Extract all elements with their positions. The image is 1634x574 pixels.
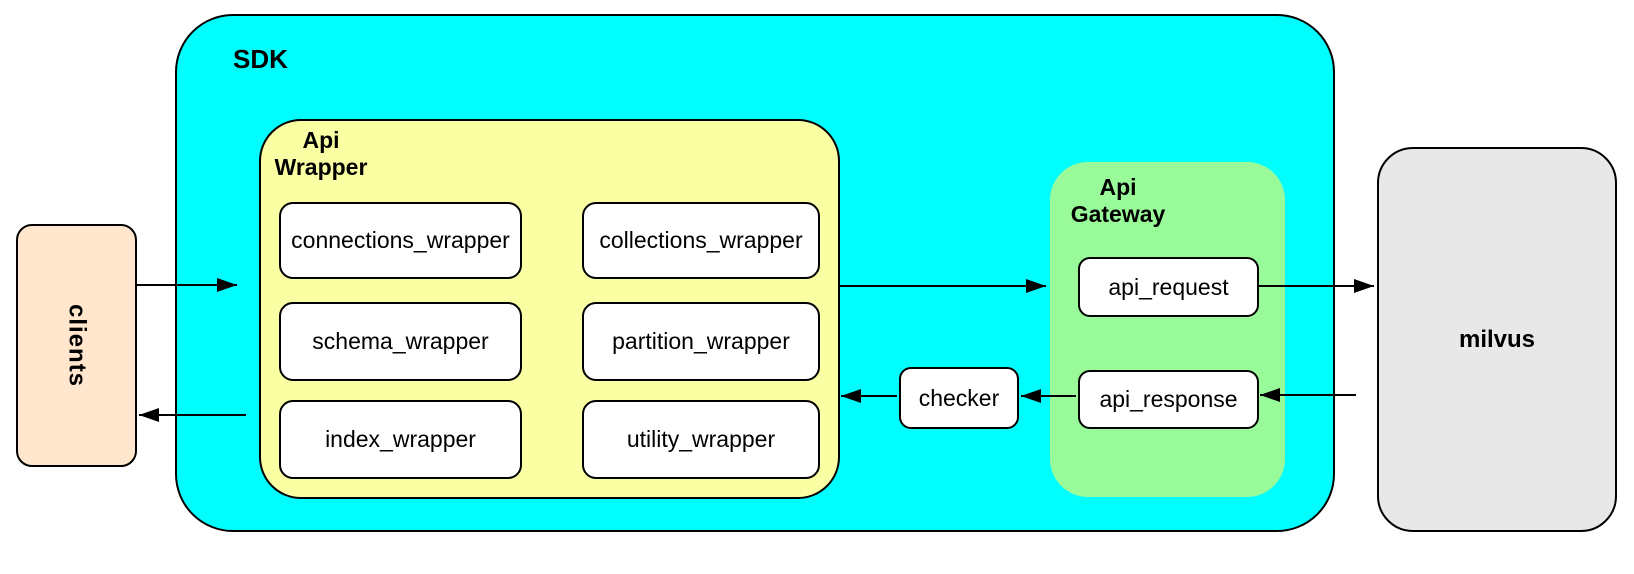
sdk-label: SDK: [233, 44, 288, 74]
partition-wrapper-node: partition_wrapper: [582, 302, 820, 381]
index-wrapper-label: index_wrapper: [325, 426, 476, 452]
api-request-node: api_request: [1078, 257, 1259, 317]
collections-wrapper-node: collections_wrapper: [582, 202, 820, 279]
clients-node: clients: [16, 224, 137, 467]
utility-wrapper-label: utility_wrapper: [626, 426, 776, 452]
sdk-container: SDK Api Wrapper connections_wrapper coll…: [175, 14, 1335, 532]
checker-label: checker: [918, 384, 1000, 411]
partition-wrapper-label: partition_wrapper: [612, 328, 790, 354]
milvus-node: milvus: [1377, 147, 1617, 532]
schema-wrapper-label: schema_wrapper: [312, 328, 489, 354]
api-wrapper-label: Api Wrapper: [274, 127, 368, 180]
api-wrapper-container: Api Wrapper connections_wrapper collecti…: [259, 119, 840, 499]
connections-wrapper-node: connections_wrapper: [279, 202, 522, 279]
checker-node: checker: [899, 367, 1019, 429]
collections-wrapper-label: collections_wrapper: [599, 227, 803, 253]
api-response-node: api_response: [1078, 370, 1259, 429]
utility-wrapper-node: utility_wrapper: [582, 400, 820, 479]
connections-wrapper-label: connections_wrapper: [291, 227, 510, 253]
api-response-label: api_response: [1099, 386, 1238, 412]
clients-label: clients: [63, 303, 91, 388]
api-gateway-container: Api Gateway api_request api_response: [1050, 162, 1285, 497]
schema-wrapper-node: schema_wrapper: [279, 302, 522, 381]
api-request-label: api_request: [1108, 273, 1229, 300]
index-wrapper-node: index_wrapper: [279, 400, 522, 479]
milvus-label: milvus: [1458, 325, 1536, 353]
api-gateway-label: Api Gateway: [1070, 174, 1166, 227]
